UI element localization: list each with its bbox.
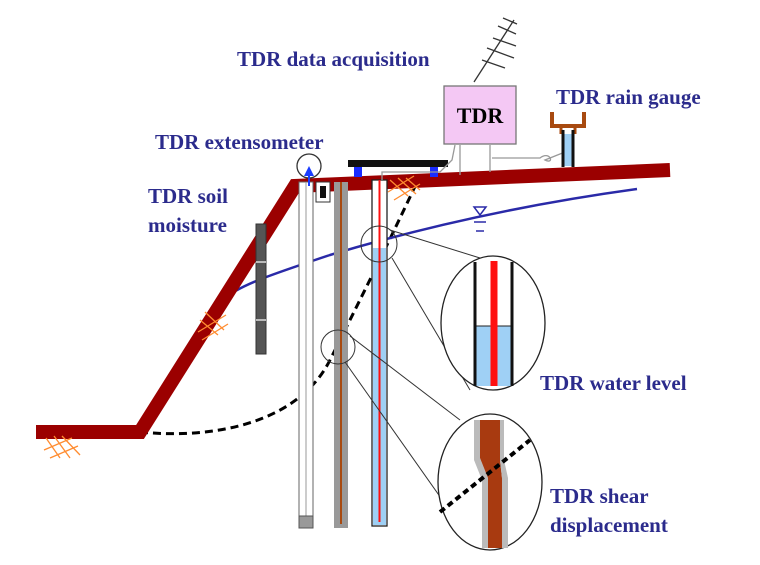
water-level-borehole xyxy=(371,179,388,527)
tdr-box-label: TDR xyxy=(457,103,505,128)
label-shear-2: displacement xyxy=(550,513,668,537)
water-level-detail xyxy=(440,255,546,391)
label-shear-1: TDR shear xyxy=(550,484,649,508)
ground-surface xyxy=(36,163,671,439)
label-extensometer: TDR extensometer xyxy=(155,130,324,154)
label-soil-moisture-1: TDR soil xyxy=(148,184,228,208)
soil-hatch-crest xyxy=(387,175,421,201)
label-rain-gauge: TDR rain gauge xyxy=(556,85,701,109)
signal-cables xyxy=(381,144,566,180)
shear-displacement-detail xyxy=(437,413,543,551)
soil-moisture-probe xyxy=(255,223,267,355)
water-table-symbol xyxy=(472,206,488,232)
platform xyxy=(348,160,448,177)
shear-cable-borehole xyxy=(334,182,348,528)
label-soil-moisture-2: moisture xyxy=(148,213,227,237)
soil-hatch-toe xyxy=(43,435,81,459)
label-data-acquisition: TDR data acquisition xyxy=(237,47,430,71)
tdr-data-logger: TDR xyxy=(443,85,517,145)
antenna-icon xyxy=(473,17,518,83)
soil-hatch-slope xyxy=(197,311,229,341)
label-water-level: TDR water level xyxy=(540,371,687,395)
water-table-line xyxy=(221,187,638,301)
rain-gauge xyxy=(550,112,586,167)
extensometer-borehole xyxy=(296,153,331,529)
